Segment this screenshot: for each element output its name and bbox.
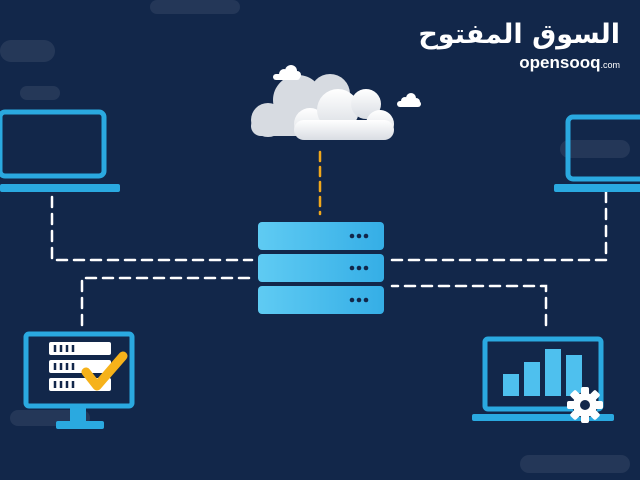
brand-logo: السوق المفتوح opensooq.com: [418, 18, 620, 74]
monitor-icon: [23, 331, 135, 429]
server-unit: [258, 286, 384, 314]
connector-monitor-left: [80, 276, 254, 327]
brand-name-latin-word: opensooq: [519, 53, 601, 72]
brand-name-arabic: السوق المفتوح: [418, 19, 620, 50]
check-mark-icon: [81, 351, 128, 391]
connector-monitor-right: [390, 284, 548, 327]
bar-chart-icon: [503, 349, 582, 396]
brand-tld: .com: [600, 60, 620, 70]
server-unit: [258, 222, 384, 250]
laptop-icon: [0, 109, 120, 192]
connector-laptop-right: [390, 190, 608, 262]
connector-laptop-left: [50, 195, 254, 262]
server-rack-icon: [258, 222, 384, 314]
monitor-icon: [472, 336, 614, 423]
background-decor: [0, 0, 630, 473]
cloud-icon: [251, 65, 421, 140]
laptop-icon: [554, 114, 640, 192]
server-unit: [258, 254, 384, 282]
connector-lines: [50, 190, 608, 327]
gear-icon: [567, 387, 603, 423]
brand-name-latin: opensooq.com: [418, 54, 620, 74]
